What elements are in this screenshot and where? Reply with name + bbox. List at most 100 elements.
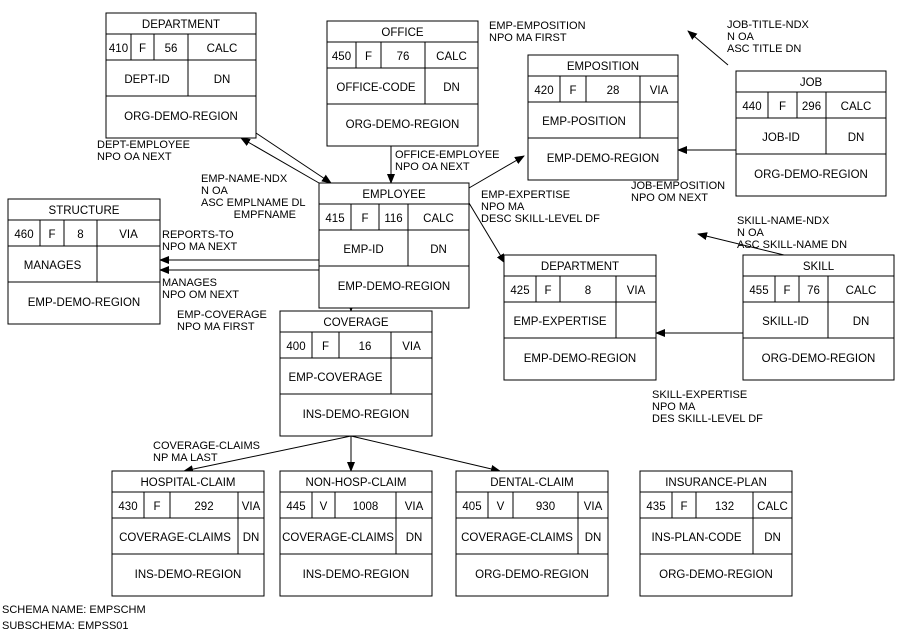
record-length: 8 (77, 229, 83, 241)
record-number: 425 (510, 285, 529, 297)
set-label-line: NPO MA (652, 401, 696, 413)
record-length: 930 (536, 501, 555, 513)
record-name: OFFICE (381, 27, 423, 39)
set-label-line: EMP-EMPOSITION (489, 20, 586, 32)
record-type: F (569, 85, 576, 97)
set-label-line: NPO OA NEXT (395, 161, 470, 173)
record-name: DEPARTMENT (541, 261, 619, 273)
set-label-line: MANAGES (162, 277, 217, 289)
record-type: F (365, 51, 372, 63)
record-type: F (48, 229, 55, 241)
area-name: INS-DEMO-REGION (303, 409, 410, 421)
area-name: EMP-DEMO-REGION (28, 297, 140, 309)
calc-key: EMP-POSITION (542, 116, 626, 128)
duplicates-option: DN (243, 532, 260, 544)
record-length: 8 (585, 285, 591, 297)
set-label-line: N OA (737, 227, 765, 239)
set-label-line: EMPFNAME (234, 209, 296, 221)
record-length: 132 (715, 501, 734, 513)
record-name: NON-HOSP-CLAIM (306, 477, 407, 489)
calc-key: COVERAGE-CLAIMS (461, 532, 573, 544)
calc-key: COVERAGE-CLAIMS (282, 532, 394, 544)
area-name: EMP-DEMO-REGION (524, 353, 636, 365)
record-type: F (779, 101, 786, 113)
location-mode: CALC (207, 43, 238, 55)
area-name: EMP-DEMO-REGION (338, 281, 450, 293)
calc-key: EMP-EXPERTISE (513, 316, 606, 328)
record-number: 455 (749, 285, 768, 297)
record-name: SKILL (803, 261, 835, 273)
coverage-dental-arrow (350, 435, 501, 473)
record-length: 16 (359, 341, 372, 353)
coverage-hospital-arrow (183, 435, 352, 474)
record-number: 435 (646, 501, 665, 513)
set-label-line: OFFICE-EMPLOYEE (395, 149, 500, 161)
duplicates-option: DN (406, 532, 423, 544)
schema-name: SCHEMA NAME: EMPSCHM (2, 604, 146, 616)
set-label-line: NPO OM NEXT (631, 192, 708, 204)
record-number: 430 (118, 501, 137, 513)
record-name: INSURANCE-PLAN (665, 477, 767, 489)
area-name: ORG-DEMO-REGION (762, 353, 876, 365)
set-label-line: JOB-TITLE-NDX (727, 19, 810, 31)
dept-employee-back-arrow (240, 137, 320, 184)
set-label-line: ASC TITLE DN (727, 43, 801, 55)
set-label-line: DES SKILL-LEVEL DF (652, 413, 763, 425)
record-length: 56 (165, 43, 178, 55)
area-name: ORG-DEMO-REGION (659, 569, 773, 581)
area-name: ORG-DEMO-REGION (475, 569, 589, 581)
record-name: EMPOSITION (567, 61, 639, 73)
record-number: 440 (742, 101, 761, 113)
set-label-line: DEPT-EMPLOYEE (97, 139, 190, 151)
record-number: 420 (534, 85, 553, 97)
calc-key: EMP-COVERAGE (289, 372, 383, 384)
record-length: 296 (802, 101, 821, 113)
record-length: 1008 (353, 501, 379, 513)
set-label-line: N OA (201, 185, 229, 197)
record-type: F (139, 43, 146, 55)
location-mode: CALC (846, 285, 877, 297)
set-label-line: SKILL-NAME-NDX (737, 215, 830, 227)
calc-key: JOB-ID (762, 132, 800, 144)
location-mode: CALC (436, 51, 467, 63)
record-name: STRUCTURE (49, 205, 120, 217)
location-mode: VIA (119, 229, 138, 241)
record-type: F (322, 341, 329, 353)
duplicates-option: DN (443, 82, 460, 94)
record-name: DENTAL-CLAIM (490, 477, 574, 489)
location-mode: VIA (242, 501, 261, 513)
duplicates-option: DN (853, 316, 870, 328)
calc-key: EMP-ID (343, 244, 383, 256)
area-name: INS-DEMO-REGION (303, 569, 410, 581)
record-number: 410 (109, 43, 128, 55)
set-label-line: COVERAGE-CLAIMS (153, 440, 260, 452)
set-label-line: ASC EMPLNAME DL (201, 197, 306, 209)
set-label-line: EMP-NAME-NDX (201, 173, 288, 185)
set-label-line: DESC SKILL-LEVEL DF (481, 213, 600, 225)
area-name: ORG-DEMO-REGION (754, 169, 868, 181)
record-number: 400 (286, 341, 305, 353)
duplicates-option: DN (214, 74, 231, 86)
calc-key: OFFICE-CODE (336, 82, 416, 94)
record-name: EMPLOYEE (362, 189, 426, 201)
location-mode: VIA (650, 85, 669, 97)
set-label-line: NPO MA FIRST (489, 32, 567, 44)
location-mode: CALC (757, 501, 788, 513)
